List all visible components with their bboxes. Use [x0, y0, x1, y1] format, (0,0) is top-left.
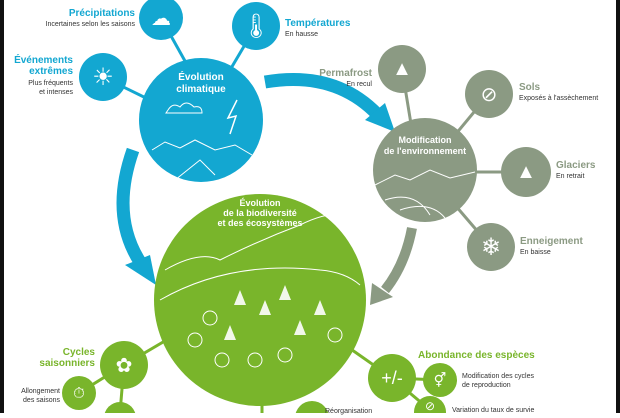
- sols-desc: Exposés à l'assèchement: [519, 95, 599, 102]
- seasonal-cycle-flower-icon: ✿: [115, 354, 133, 377]
- rain-cloud-icon: ☁: [151, 7, 171, 30]
- precipitations-desc: Incertaines selon les saisons: [45, 21, 136, 28]
- environment-title-line2: de l'environnement: [383, 146, 467, 156]
- gender-icon: ⚥: [433, 371, 447, 388]
- climate-title-line2: climatique: [176, 84, 226, 95]
- seasonal-cycles-label-line2: saisonniers: [39, 358, 95, 369]
- biodiversity-main-circle: [154, 194, 366, 406]
- season-lengthening-label: Allongement des saisons: [5, 387, 60, 405]
- seasonal-cycles-label: Cycles saisonniers: [20, 347, 95, 369]
- extreme-events-desc-line1: Plus fréquents: [28, 80, 73, 87]
- environment-main-circle: [373, 118, 477, 222]
- environment-title-line1: Modification: [398, 135, 452, 145]
- snowflake-icon: ❄: [480, 233, 502, 261]
- survival-rate-label: Variation du taux de survie: [452, 407, 535, 414]
- no-water-drop-icon: ⊘: [480, 83, 498, 106]
- reproduction-cycles-line1: Modification des cycles: [462, 373, 534, 380]
- climate-title-line1: Évolution: [178, 72, 224, 83]
- permafrost-label: Permafrost: [319, 68, 372, 79]
- extreme-events-label-line2: extrêmes: [29, 66, 73, 77]
- environment-title: Modification de l'environnement: [370, 135, 480, 157]
- animal-survival-icon: ⊘: [424, 399, 436, 413]
- left-border: [0, 0, 4, 413]
- permafrost-desc: En recul: [346, 81, 372, 88]
- reorganisation-label: Réorganisation: [325, 408, 373, 415]
- right-border: [616, 0, 620, 413]
- stopwatch-icon: ⏱: [73, 384, 85, 402]
- climate-title: Évolution climatique: [150, 72, 252, 96]
- enneigement-label: Enneigement: [520, 236, 583, 247]
- plus-minus-icon: +/-: [381, 367, 403, 388]
- temperatures-label: Températures: [285, 18, 351, 29]
- arrow-climate-to-environment: [263, 73, 395, 132]
- arrow-environment-to-biodiversity: [370, 227, 417, 305]
- precipitations-label: Précipitations: [68, 8, 135, 19]
- biodiversity-title-line2: de la biodiversité: [223, 208, 297, 218]
- extreme-events-desc-line2: et intenses: [39, 89, 73, 96]
- biodiversity-title-line3: et des écosystèmes: [217, 218, 303, 228]
- glaciers-desc: En retrait: [556, 173, 585, 180]
- arrow-climate-to-biodiversity: [116, 147, 156, 285]
- species-abundance-label: Abondance des espèces: [418, 350, 535, 361]
- season-lengthening-line1: Allongement: [21, 388, 60, 395]
- biodiversity-title-line1: Évolution: [239, 198, 281, 208]
- reproduction-cycles-line2: de reproduction: [462, 382, 511, 389]
- biodiversity-title: Évolution de la biodiversité et des écos…: [190, 198, 330, 228]
- seasonal-cycles-label-line1: Cycles: [62, 347, 95, 358]
- climate-main-circle: [139, 58, 263, 182]
- glacier-mountain-icon: ▲: [516, 160, 536, 183]
- sun-icon: ☀: [92, 63, 114, 91]
- temperatures-desc: En hausse: [285, 31, 319, 38]
- thermometer-icon: 🌡︎: [240, 12, 272, 40]
- sols-label: Sols: [519, 82, 541, 93]
- season-lengthening-line2: des saisons: [23, 397, 60, 404]
- extreme-events-desc: Plus fréquents et intenses: [5, 79, 73, 97]
- enneigement-desc: En baisse: [520, 249, 551, 256]
- reproduction-cycles-label: Modification des cycles de reproduction: [462, 372, 534, 390]
- extreme-events-label-line1: Événements: [14, 55, 73, 66]
- mountain-rockfall-icon: ▲: [392, 57, 412, 80]
- glaciers-label: Glaciers: [556, 160, 596, 171]
- extreme-events-label: Événements extrêmes: [5, 55, 73, 77]
